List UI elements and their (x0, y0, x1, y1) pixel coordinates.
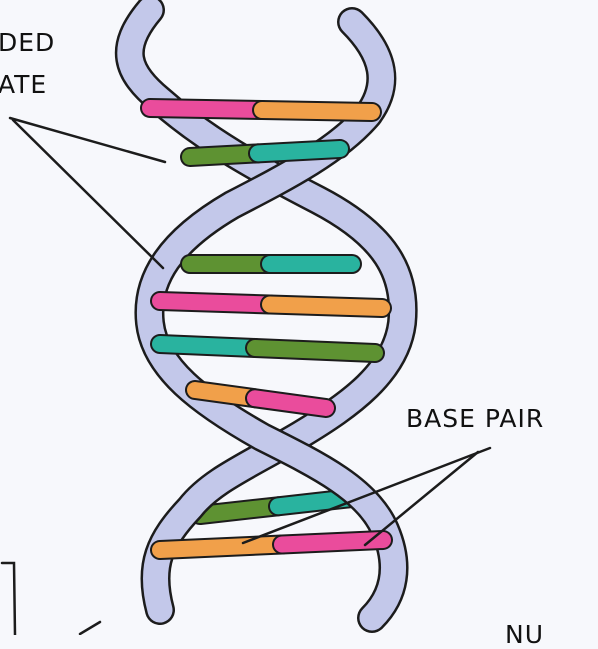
base-pair-5 (160, 344, 375, 353)
label-backbone-line2: ATE (0, 72, 47, 97)
pointer-line-backbone-lower (13, 120, 163, 268)
base-orange-right (270, 304, 382, 308)
base-green-left (190, 153, 258, 157)
base-pair-1 (150, 108, 372, 112)
dna-diagram: DED ATE BASE PAIR NU (0, 0, 598, 635)
label-base-pair: BASE PAIR (406, 406, 544, 431)
base-pink-left (150, 108, 262, 110)
dna-double-helix (0, 0, 598, 635)
base-pair-8 (160, 540, 383, 550)
base-pair-7 (200, 498, 352, 515)
frame-bracket (2, 563, 15, 635)
base-pair-4 (160, 301, 382, 308)
base-orange-right (262, 110, 372, 112)
base-pink-left (160, 301, 270, 304)
base-teal-left (160, 344, 255, 348)
base-pairs-back (200, 498, 352, 515)
label-backbone-line1: DED (0, 30, 55, 55)
base-pair-2 (190, 149, 340, 157)
bottom-arrow-icon (80, 622, 100, 634)
base-green-right (255, 348, 375, 353)
base-teal-right (258, 149, 340, 153)
base-green-left (200, 506, 278, 515)
base-orange-left (160, 545, 282, 550)
base-pink-right (255, 398, 326, 408)
